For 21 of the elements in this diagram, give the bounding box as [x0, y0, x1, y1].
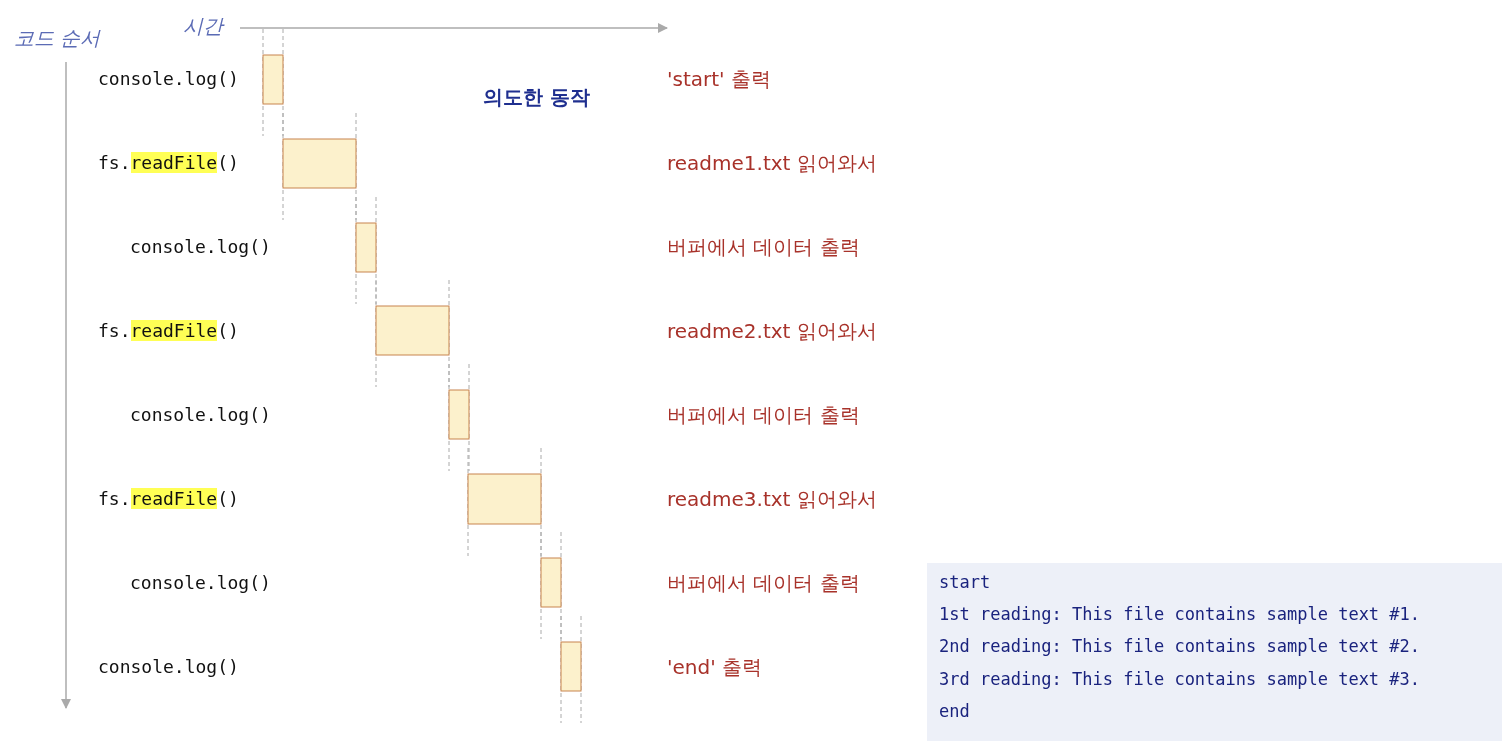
step-description: readme3.txt 읽어와서 — [667, 487, 877, 511]
axis-label: 코드 순서 — [14, 26, 101, 50]
code-line: console.log() — [98, 655, 239, 679]
step-description: 'start' 출력 — [667, 67, 771, 91]
axis-label: 시간 — [183, 14, 223, 38]
step-description: 'end' 출력 — [667, 655, 763, 679]
step-description: 버퍼에서 데이터 출력 — [667, 403, 860, 427]
console-output-line: end — [939, 699, 970, 723]
code-line: console.log() — [130, 235, 271, 259]
step-description: readme2.txt 읽어와서 — [667, 319, 877, 343]
code-line: console.log() — [130, 571, 271, 595]
step-description: readme1.txt 읽어와서 — [667, 151, 877, 175]
code-line: console.log() — [98, 67, 239, 91]
console-output-line: start — [939, 571, 991, 594]
code-line: console.log() — [130, 403, 271, 427]
step-description: 버퍼에서 데이터 출력 — [667, 571, 860, 595]
console-output-line: 2nd reading: This file contains sample text #2. — [939, 635, 1421, 659]
console-output-line: 3rd reading: This file contains sample text #3. — [939, 667, 1421, 691]
diagram-title: 의도한 동작 — [483, 85, 590, 109]
step-description: 버퍼에서 데이터 출력 — [667, 235, 860, 259]
console-output-line: 1st reading: This file contains sample text #1. — [939, 603, 1421, 627]
